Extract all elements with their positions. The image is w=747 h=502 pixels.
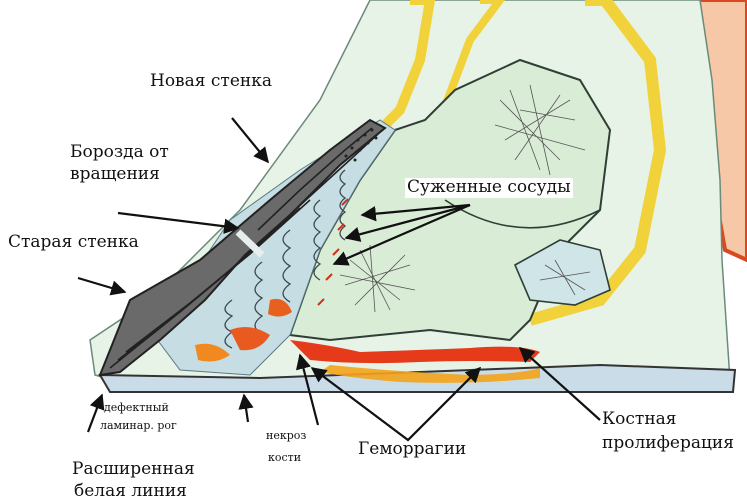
label-necrosis-line2: кости: [268, 452, 301, 465]
label-narrowed-vessels: Суженные сосуды: [405, 178, 573, 198]
label-defective-horn-line1: дефектный: [104, 402, 169, 415]
label-white-line-line1: Расширенная: [72, 460, 195, 480]
label-new-wall: Новая стенка: [150, 72, 272, 92]
label-necrosis-line1: некроз: [266, 430, 306, 443]
label-defective-horn-line2: ламинар. рог: [100, 420, 177, 433]
label-rotation-groove-line2: вращения: [70, 165, 160, 185]
label-white-line-line2: белая линия: [74, 482, 187, 502]
label-old-wall: Старая стенка: [8, 233, 139, 253]
label-bone-proliferation-line1: Костная: [602, 410, 677, 430]
label-bone-proliferation-line2: пролиферация: [602, 434, 734, 454]
label-rotation-groove-line1: Борозда от: [70, 143, 169, 163]
label-hemorrhages: Геморрагии: [358, 440, 466, 460]
